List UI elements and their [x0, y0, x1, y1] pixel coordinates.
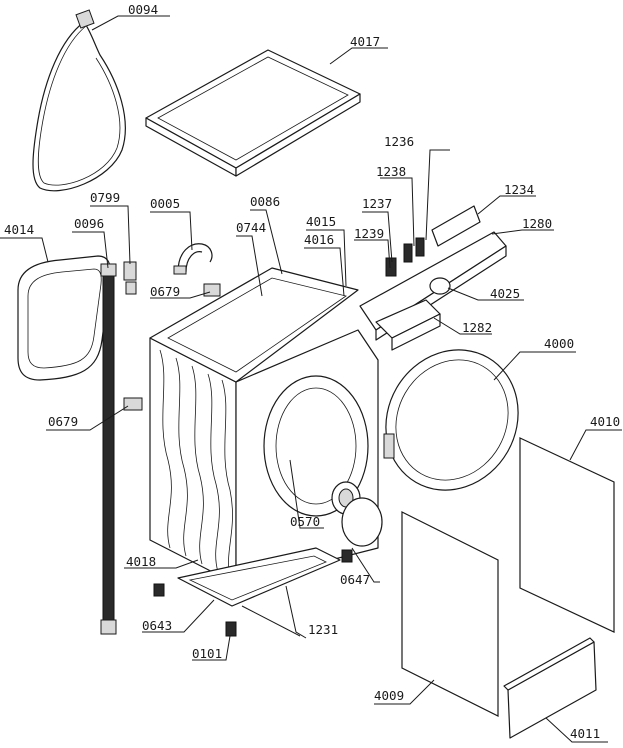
- label-0094: 0094: [128, 2, 158, 17]
- label-1234: 1234: [504, 182, 534, 197]
- part-0005-hose-bracket[interactable]: [173, 243, 213, 275]
- label-4016: 4016: [304, 232, 334, 247]
- label-0679-upper: 0679: [150, 284, 180, 299]
- part-0647-cover[interactable]: [341, 497, 383, 547]
- label-4000: 4000: [544, 336, 574, 351]
- part-4011-plinth[interactable]: [503, 637, 597, 739]
- part-0679-clip-upper[interactable]: [203, 283, 221, 297]
- label-0643: 0643: [142, 618, 172, 633]
- label-1236: 1236: [384, 134, 414, 149]
- label-4015: 4015: [306, 214, 336, 229]
- part-4009-side-panel[interactable]: [401, 511, 499, 717]
- leader-lines: [0, 15, 622, 743]
- part-1237-1239[interactable]: [385, 257, 397, 277]
- label-4018: 4018: [126, 554, 156, 569]
- label-0570: 0570: [290, 514, 320, 529]
- label-0799: 0799: [90, 190, 120, 205]
- label-0086: 0086: [250, 194, 280, 209]
- part-0679-clip-lower[interactable]: [123, 397, 143, 411]
- part-1282-detergent-drawer[interactable]: [375, 299, 441, 351]
- label-1280: 1280: [522, 216, 552, 231]
- label-1237: 1237: [362, 196, 392, 211]
- part-1236[interactable]: [415, 237, 425, 257]
- label-4011: 4011: [570, 726, 600, 741]
- label-0096: 0096: [74, 216, 104, 231]
- part-cabinet-body[interactable]: [149, 267, 379, 585]
- label-0744: 0744: [236, 220, 266, 235]
- part-0799-clip[interactable]: [123, 261, 137, 295]
- part-0094-hose[interactable]: [32, 9, 126, 192]
- label-4010: 4010: [590, 414, 620, 429]
- label-4014: 4014: [4, 222, 34, 237]
- label-0679-lower: 0679: [48, 414, 78, 429]
- label-4025: 4025: [490, 286, 520, 301]
- part-4025-knob[interactable]: [429, 277, 451, 295]
- part-labels: 0094 4017 1236 1238 1234 0799 0005 0086 …: [4, 2, 620, 741]
- label-0101: 0101: [192, 646, 222, 661]
- label-1282: 1282: [462, 320, 492, 335]
- label-0647: 0647: [340, 572, 370, 587]
- label-1238: 1238: [376, 164, 406, 179]
- label-1231: 1231: [308, 622, 338, 637]
- part-1234-board[interactable]: [431, 205, 481, 247]
- part-4000-door[interactable]: [361, 326, 544, 515]
- label-4009: 4009: [374, 688, 404, 703]
- part-4010-back-panel[interactable]: [519, 437, 615, 633]
- label-0005: 0005: [150, 196, 180, 211]
- part-0101-foot[interactable]: [225, 621, 237, 637]
- part-1238[interactable]: [403, 243, 413, 263]
- label-1239: 1239: [354, 226, 384, 241]
- part-0096-inlet-pipe[interactable]: [100, 263, 117, 635]
- label-4017: 4017: [350, 34, 380, 49]
- part-4017-top-cover[interactable]: [145, 49, 361, 177]
- part-4014-door-seal-frame[interactable]: [17, 255, 112, 381]
- part-foot-left[interactable]: [153, 583, 165, 597]
- part-foot-right[interactable]: [341, 549, 353, 563]
- part-base-frame[interactable]: [177, 547, 341, 607]
